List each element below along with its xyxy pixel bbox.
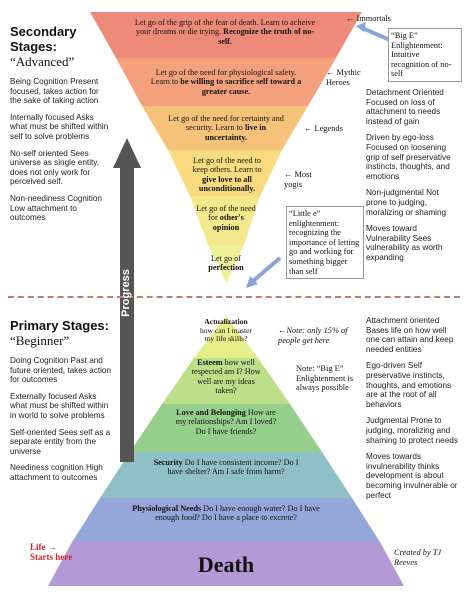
secondary-block: No-self oriented Sees universe as single… (10, 148, 100, 187)
inverted-band-5-text: Let go of the need for other's opinion (196, 204, 256, 232)
advanced-traits-panel: Detachment Oriented Focused on loss of a… (366, 88, 460, 270)
only-15-percent-note: ←Note: only 15% of people get here (278, 326, 348, 345)
secondary-stages-subtitle: “Advanced” (10, 54, 75, 69)
life-starts-label: Life → Starts here (30, 542, 73, 562)
secondary-block: Non-neediness Cognition Low attachment t… (10, 193, 102, 223)
secondary-stages-panel: Secondary Stages: “Advanced” Being Cogni… (10, 24, 110, 230)
inverted-band-4 (168, 150, 282, 196)
secondary-stages-title: Secondary Stages: (10, 24, 77, 54)
beginner-trait: Ego-driven Self preservative instincts, … (366, 361, 452, 409)
inverted-band-2 (116, 58, 336, 106)
security-text: Security Do I have consistent income? Do… (153, 458, 299, 477)
death-label: Death (197, 552, 255, 577)
little-e-note: “Little e” enlightenment: recognizing th… (286, 206, 364, 280)
little-e-pointer (250, 256, 282, 284)
legends-tag: ← Legends (304, 124, 343, 133)
progress-label: Progress (120, 269, 132, 317)
inverted-band-3-text: Let go of the need for certainty and sec… (168, 114, 284, 142)
inverted-band-5 (190, 196, 260, 245)
beginner-trait: Judgmental Prone to judging, moralizing … (366, 416, 458, 445)
mythic-heroes-tag: ← Mythic Heroes (326, 68, 361, 87)
upright-band-6 (48, 542, 404, 586)
upright-band-1 (194, 316, 258, 358)
upright-band-4 (100, 452, 352, 498)
primary-block: Doing Cognition Past and future oriented… (10, 356, 112, 385)
actualization-text: Actualization how can I master my life s… (199, 317, 253, 344)
upright-band-3 (130, 404, 322, 452)
inverted-band-6-text: Let go of perfection (208, 254, 244, 273)
immortals-tag: ← Immortals (346, 14, 391, 23)
primary-stages-panel: Primary Stages: “Beginner” Doing Cogniti… (10, 318, 114, 490)
most-yogis-tag: ← Most yogis (284, 170, 312, 189)
big-e-possible-note: Note: “Big E” Enlightenment is always po… (296, 364, 353, 393)
esteem-text: Esteem how well respected am I? How well… (191, 358, 261, 396)
advanced-trait: Driven by ego-loss Focused on loosening … (366, 133, 451, 181)
beginner-trait: Moves towards invulnerability thinks dev… (366, 452, 458, 500)
big-e-pointer-head (356, 22, 366, 32)
progress-arrow (113, 138, 141, 462)
big-e-pointer (361, 26, 391, 42)
inverted-band-3 (142, 106, 308, 150)
primary-block: Neediness cognition High attachment to o… (10, 463, 103, 482)
beginner-trait: Attachment oriented Bases life on how we… (366, 316, 454, 354)
inverted-band-1-text: Let go of the grip of the fear of death.… (134, 18, 316, 46)
advanced-trait: Moves toward Vulnerability Sees vulnerab… (366, 224, 443, 262)
primary-block: Externally focused Asks what must be shi… (10, 391, 109, 420)
inverted-band-6 (208, 245, 244, 282)
big-e-note: “Big E” Enlightenment: Intuitive recogni… (388, 28, 462, 82)
physiological-text: Physiological Needs Do I have enough wat… (132, 504, 320, 523)
secondary-block: Internally focused Asks what must be shi… (10, 112, 109, 141)
secondary-block: Being Cognition Present focused, takes a… (10, 77, 99, 106)
beginner-traits-panel: Attachment oriented Bases life on how we… (366, 316, 460, 507)
stage-divider (8, 296, 460, 298)
little-e-pointer-head (246, 276, 258, 288)
advanced-trait: Non-judgmental Not prone to judging, mor… (366, 188, 447, 217)
primary-block: Self-oriented Sees self as a separate en… (10, 427, 111, 456)
primary-stages-title: Primary Stages: (10, 318, 109, 333)
primary-stages-subtitle: “Beginner” (10, 333, 70, 348)
inverted-band-1 (90, 12, 362, 58)
love-belonging-text: Love and Belonging How are my relationsh… (175, 408, 277, 436)
advanced-trait: Detachment Oriented Focused on loss of a… (366, 88, 444, 126)
creator-credit: Created by TJ Reeves (394, 548, 442, 567)
inverted-band-4-text: Let go of the need to keep others. Learn… (192, 156, 262, 194)
upright-band-2 (162, 358, 290, 404)
upright-band-5 (72, 498, 380, 542)
inverted-band-2-text: Let go of the need for physiological saf… (150, 68, 302, 96)
